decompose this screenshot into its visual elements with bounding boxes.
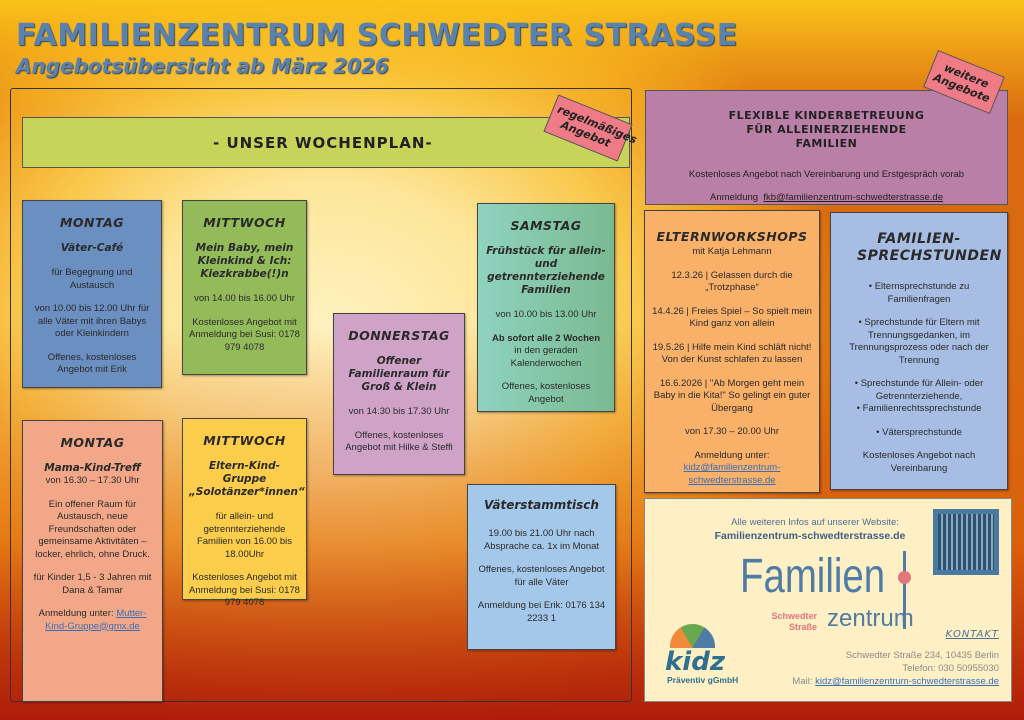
kinderbetreuung-email-link[interactable]: fkb@familienzentrum-schwedterstrasse.de [763, 192, 943, 203]
kinderbetreuung-anmeldung: Anmeldung [710, 192, 759, 203]
qr-code[interactable] [933, 509, 999, 575]
card-text: für allein- und getrennterziehende Famil… [196, 511, 293, 560]
mail-label: Mail: [792, 676, 813, 687]
card-title: Mein Baby, mein Kleinkind & Ich: Kiezkra… [195, 242, 294, 280]
card-text: Offenes, kostenloses Angebot für alle Vä… [478, 564, 605, 588]
card-familiensprechstunden: FAMILIEN-SPRECHSTUNDEN Elternsprechstund… [830, 212, 1008, 490]
card-title: FAMILIEN-SPRECHSTUNDEN [857, 231, 1002, 264]
kinderbetreuung-box: FLEXIBLE KINDERBETREUUNG FÜR ALLEINERZIE… [645, 90, 1008, 205]
card-text: von 14.30 bis 17.30 Uhr [348, 406, 450, 417]
workshops-anmeldung: Anmeldung unter: [694, 449, 770, 461]
page-title: FAMILIENZENTRUM SCHWEDTER STRASSE [16, 18, 738, 53]
logo-zentrum: zentrum [827, 605, 914, 632]
card-title: Mama-Kind-Treff [44, 462, 141, 474]
card-text: für Begegnung und Austausch [51, 267, 133, 291]
card-title: Väter-Café [60, 242, 124, 254]
workshop-item: 16.6.2026 | "Ab Morgen geht mein Baby in… [653, 377, 811, 414]
sprechstunde-item: Sprechstunde für Eltern mit Trennungsged… [837, 317, 1001, 367]
card-samstag: SAMSTAG Frühstück für allein- und getren… [477, 203, 615, 412]
card-montag-vaeter-cafe: MONTAG Väter-Café für Begegnung und Aust… [22, 200, 162, 388]
sprechstunde-item: Elternsprechstunde zu Familienfragen [837, 281, 1001, 306]
card-text: Anmeldung bei Erik: 0176 134 2233 1 [477, 600, 606, 624]
mutter-kind-email-link[interactable]: Mutter-Kind-Gruppe@gmx.de [45, 608, 147, 632]
card-day: MONTAG [59, 215, 125, 230]
workshop-item: 14.4.26 | Freies Spiel – So spielt mein … [652, 305, 812, 330]
card-day: DONNERSTAG [348, 328, 450, 343]
card-day: MONTAG [60, 435, 125, 450]
info-line: Alle weiteren Infos auf unserer Website: [731, 517, 899, 528]
card-text: von 14.00 bis 16.00 Uhr [194, 293, 295, 304]
card-text: Ein offener Raum für Austausch, neue Fre… [35, 498, 150, 560]
card-text: von 10.00 bis 12.00 Uhr für alle Väter m… [34, 303, 150, 339]
card-text: 19.00 bis 21.00 Uhr nach Absprache ca. 1… [483, 528, 600, 552]
workshop-item: 12.3.26 | Gelassen durch die „Trotzphase… [671, 269, 793, 294]
card-mittwoch-kiezkrabbe: MITTWOCH Mein Baby, mein Kleinkind & Ich… [182, 200, 307, 375]
website-link[interactable]: Familienzentrum-schwedterstrasse.de [714, 530, 906, 542]
page-subtitle: Angebotsübersicht ab März 2026 [16, 54, 389, 78]
kidz-logo: kidz [665, 647, 725, 677]
card-vaeterstammtisch: Väterstammtisch 19.00 bis 21.00 Uhr nach… [467, 484, 616, 650]
card-day: MITTWOCH [203, 433, 286, 448]
info-box: Alle weiteren Infos auf unserer Website:… [644, 498, 1012, 702]
card-donnerstag: DONNERSTAG Offener Familienraum für Groß… [333, 313, 465, 475]
kinderbetreuung-title: FLEXIBLE KINDERBETREUUNG FÜR ALLEINERZIE… [728, 109, 925, 150]
card-title: ELTERNWORKSHOPS [656, 229, 808, 244]
workshops-time: von 17.30 – 20.00 Uhr [684, 426, 779, 437]
address: Schwedter Straße 234, 10435 Berlin [845, 650, 999, 661]
card-title: Offener Familienraum für Groß & Klein [348, 355, 450, 393]
workshop-item: 19.5.26 | Hilfe mein Kind schläft nicht!… [652, 341, 812, 366]
workshops-email-link[interactable]: kidz@familienzentrum-schwedterstrasse.de [683, 462, 781, 486]
card-text-bold: Ab sofort alle 2 Wochen [491, 332, 601, 344]
card-text: für Kinder 1,5 - 3 Jahren mit Dana & Tam… [33, 572, 152, 596]
card-title: Väterstammtisch [484, 498, 599, 512]
wochenplan-banner: - UNSER WOCHENPLAN- [22, 117, 630, 168]
card-text: in den geraden Kalenderwochen [510, 345, 582, 369]
card-mittwoch-solotaenzer: MITTWOCH Eltern-Kind-Gruppe „Solotänzer*… [182, 418, 307, 608]
card-text: Kostenloses Angebot mit Anmeldung bei Su… [189, 316, 300, 353]
card-title: Frühstück für allein- und getrennterzieh… [486, 245, 606, 296]
card-day: MITTWOCH [203, 215, 286, 230]
sprechstunde-item: Familienrechtssprechstunde [837, 403, 1001, 416]
card-text: Offenes, kostenloses Angebot [501, 381, 591, 405]
card-text: Offenes, kostenloses Angebot mit Erik [47, 351, 137, 376]
card-montag-mama-kind: MONTAG Mama-Kind-Treff von 16.30 – 17.30… [22, 420, 163, 702]
logo-schwedter-strasse: Schwedter Straße [771, 611, 817, 632]
card-text: Kostenloses Angebot mit Anmeldung bei Su… [189, 572, 300, 608]
card-title: Eltern-Kind-Gruppe „Solotänzer*innen“ [189, 460, 305, 498]
wochenplan-frame [10, 88, 632, 702]
phone: Telefon: 030 50955030 [902, 663, 999, 674]
mail-link[interactable]: kidz@familienzentrum-schwedterstrasse.de [815, 676, 999, 687]
umbrella-icon [670, 624, 715, 648]
tower-ball-icon [898, 571, 911, 584]
workshops-sub: mit Katja Lehmann [692, 246, 772, 257]
card-text: von 10.00 bis 13.00 Uhr [495, 309, 597, 320]
tv-tower-icon [903, 551, 906, 629]
sprechstunde-item: Sprechstunde für Allein- oder Getrennter… [837, 378, 1001, 403]
card-text: Offenes, kostenloses Angebot mit Hilke &… [345, 429, 453, 454]
kontakt-heading: KONTAKT [945, 629, 999, 640]
sprechstunde-item: Vätersprechstunde [837, 427, 1001, 440]
sprechstunden-footer: Kostenloses Angebot nach Vereinbarung [862, 450, 976, 474]
card-day: SAMSTAG [510, 218, 582, 233]
card-time: von 16.30 – 17.30 Uhr [45, 475, 140, 486]
kidz-sub: Präventiv gGmbH [667, 675, 739, 685]
card-anmeldung: Anmeldung unter: [38, 608, 114, 619]
card-elternworkshops: ELTERNWORKSHOPS mit Katja Lehmann 12.3.2… [644, 210, 820, 493]
kinderbetreuung-text: Kostenloses Angebot nach Vereinbarung un… [688, 169, 965, 180]
familienzentrum-logo: Familien [740, 550, 886, 603]
